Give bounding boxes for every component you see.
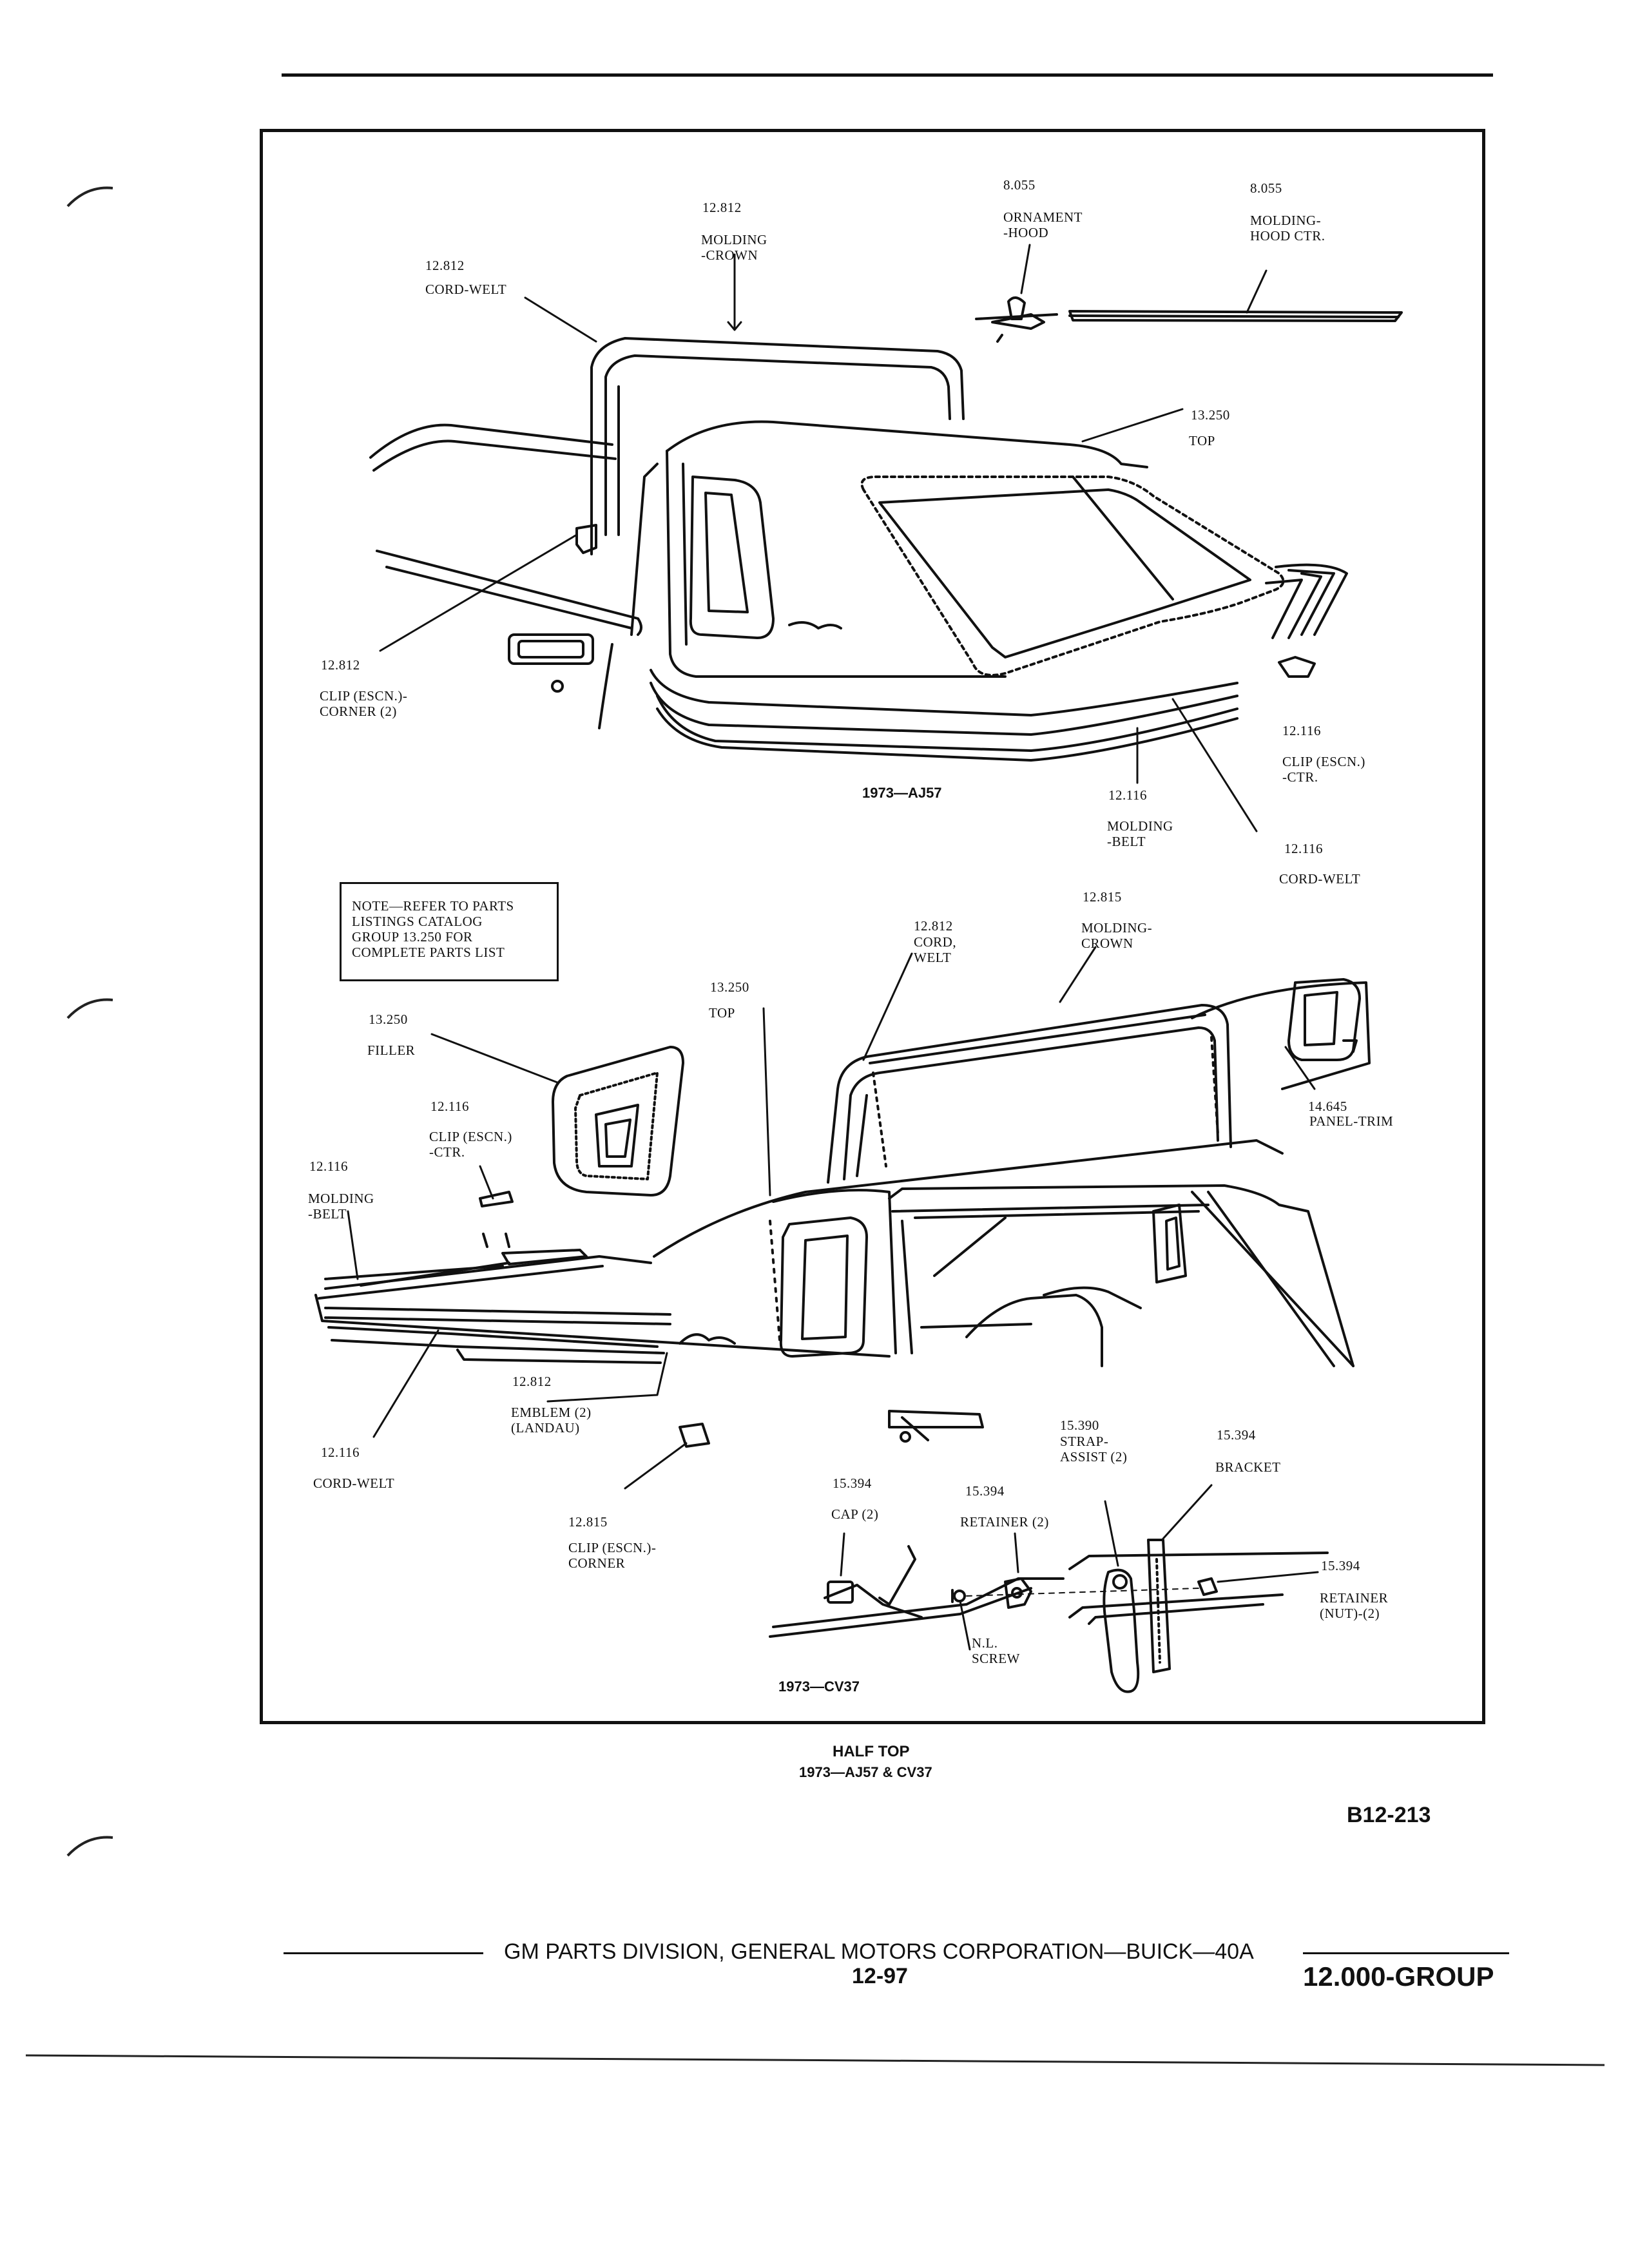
label-ornament-hood-name: ORNAMENT -HOOD (1003, 209, 1083, 240)
illustration-frame (260, 129, 1485, 1724)
footer-publisher: GM PARTS DIVISION, GENERAL MOTORS CORPOR… (504, 1939, 1254, 1964)
label-retainer-nut-code: 15.394 (1321, 1558, 1360, 1573)
label-cap-name: CAP (2) (831, 1506, 879, 1522)
label-strap-assist-code: 15.390 (1060, 1418, 1099, 1433)
label-molding-belt-bottom-code: 12.116 (309, 1158, 348, 1174)
label-top-top-code: 13.250 (1191, 407, 1230, 423)
note-box: NOTE—REFER TO PARTS LISTINGS CATALOG GRO… (340, 882, 559, 981)
footer-page: 12-97 (852, 1964, 908, 1988)
label-cord-welt-bottom-code: 12.812 (914, 918, 953, 934)
label-molding-hood-ctr-code: 8.055 (1250, 180, 1282, 196)
label-panel-trim-name: PANEL-TRIM (1309, 1113, 1394, 1129)
label-nl-screw: N.L. SCREW (972, 1635, 1020, 1666)
label-bracket-code: 15.394 (1217, 1427, 1256, 1443)
label-top-top-name: TOP (1189, 433, 1215, 448)
caption-title: HALF TOP (833, 1743, 910, 1760)
label-cord-welt-bottom2-name: CORD-WELT (313, 1475, 395, 1491)
label-filler-name: FILLER (367, 1043, 416, 1058)
label-molding-belt-code: 12.116 (1108, 787, 1147, 803)
label-molding-belt-name: MOLDING -BELT (1107, 818, 1173, 849)
label-top-bottom-name: TOP (709, 1005, 735, 1021)
year-model-top: 1973—AJ57 (862, 785, 942, 801)
caption-subtitle: 1973—AJ57 & CV37 (799, 1764, 932, 1780)
label-ornament-hood-code: 8.055 (1003, 177, 1036, 193)
label-retainer-code: 15.394 (965, 1483, 1005, 1499)
label-molding-crown-bottom-code: 12.815 (1083, 889, 1122, 905)
label-molding-belt-bottom-name: MOLDING -BELT (308, 1191, 374, 1222)
label-clip-corner-name: CLIP (ESCN.)- CORNER (2) (320, 688, 408, 719)
label-top-cord-welt2-name: CORD-WELT (1279, 871, 1361, 887)
label-cap-code: 15.394 (833, 1475, 872, 1491)
label-clip-ctr-bottom-name: CLIP (ESCN.) -CTR. (429, 1129, 512, 1160)
label-retainer-name: RETAINER (2) (960, 1514, 1049, 1530)
label-clip-corner-bottom-name: CLIP (ESCN.)- CORNER (568, 1540, 657, 1571)
year-model-bottom: 1973—CV37 (778, 1678, 860, 1695)
label-emblem-landau-code: 12.812 (512, 1374, 552, 1389)
figure-id: B12-213 (1347, 1803, 1431, 1827)
label-cord-welt-bottom-name: CORD, WELT (914, 934, 957, 965)
note-text: NOTE—REFER TO PARTS LISTINGS CATALOG GRO… (352, 898, 514, 960)
label-top-cord-welt-name: CORD-WELT (425, 282, 507, 297)
footer-rule-right (1303, 1952, 1509, 1954)
label-clip-corner-bottom-code: 12.815 (568, 1514, 608, 1530)
label-retainer-nut-name: RETAINER (NUT)-(2) (1320, 1590, 1389, 1621)
label-bracket-name: BRACKET (1215, 1459, 1281, 1475)
label-cord-welt-bottom2-code: 12.116 (321, 1445, 360, 1460)
label-clip-ctr-name: CLIP (ESCN.) -CTR. (1282, 754, 1365, 785)
footer-rule-left (284, 1952, 483, 1954)
label-top-bottom-code: 13.250 (710, 979, 749, 995)
top-rule (282, 73, 1493, 77)
label-filler-code: 13.250 (369, 1012, 408, 1027)
footer-group: 12.000-GROUP (1303, 1961, 1494, 1992)
label-strap-assist-name: STRAP- ASSIST (2) (1060, 1434, 1128, 1465)
label-molding-hood-ctr-name: MOLDING- HOOD CTR. (1250, 213, 1325, 244)
label-top-molding-crown-name: MOLDING -CROWN (701, 232, 767, 263)
label-emblem-landau-name: EMBLEM (2) (LANDAU) (511, 1405, 592, 1436)
label-molding-crown-bottom-name: MOLDING- CROWN (1081, 920, 1153, 951)
label-top-cord-welt-code: 12.812 (425, 258, 465, 273)
label-clip-corner-code: 12.812 (321, 657, 360, 673)
label-clip-ctr-bottom-code: 12.116 (430, 1099, 469, 1114)
label-top-molding-crown-code: 12.812 (702, 200, 742, 215)
label-clip-ctr-code: 12.116 (1282, 723, 1321, 738)
label-top-cord-welt2-code: 12.116 (1284, 841, 1323, 856)
label-panel-trim-code: 14.645 (1308, 1099, 1347, 1114)
